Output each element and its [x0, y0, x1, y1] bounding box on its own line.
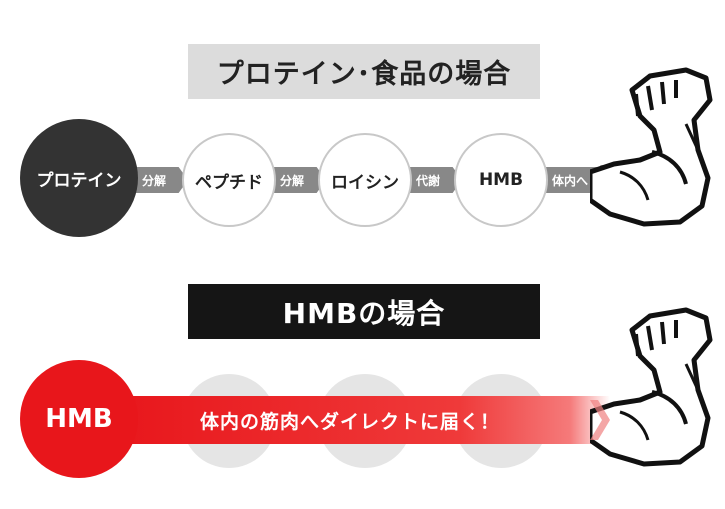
chevron-fade-red-icon	[590, 400, 610, 440]
step-peptide: ペプチド	[182, 133, 276, 227]
direct-delivery-band: 体内の筋肉へダイレクトに届く！	[110, 396, 610, 444]
flexed-arm-icon	[590, 67, 713, 227]
section1-title: プロテイン･食品の場合	[188, 44, 540, 99]
arrow-metabolism: 代謝	[410, 167, 462, 193]
step-protein: プロテイン	[20, 119, 138, 237]
section2-title: HMBの場合	[188, 284, 540, 339]
flexed-arm-icon	[590, 307, 713, 467]
hmb-source-circle: HMB	[20, 360, 138, 478]
step-leucine: ロイシン	[318, 133, 412, 227]
step-hmb: HMB	[454, 133, 548, 227]
arrow-decompose-2: 分解	[274, 167, 326, 193]
arrow-decompose-1: 分解	[136, 167, 188, 193]
direct-delivery-text: 体内の筋肉へダイレクトに届く！	[199, 410, 500, 433]
